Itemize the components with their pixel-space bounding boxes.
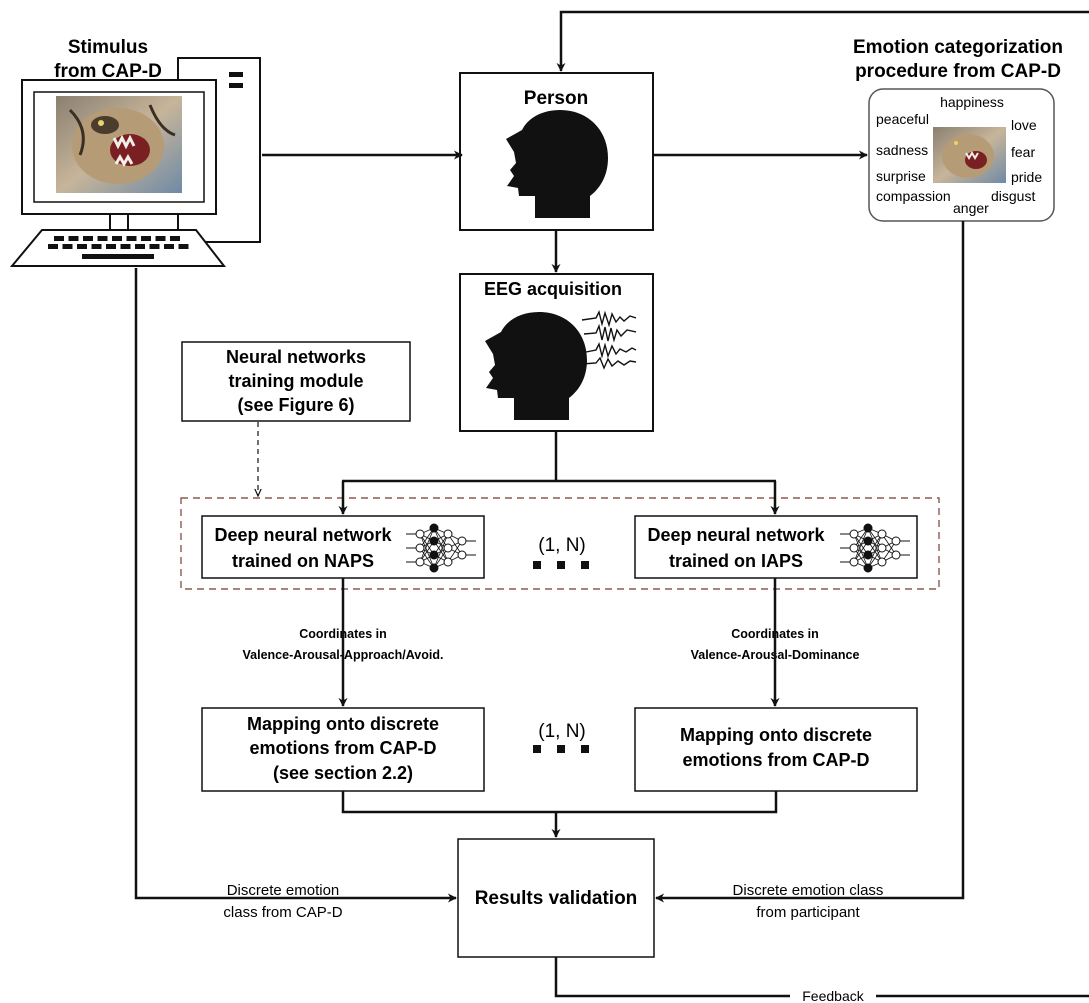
training-module-line2: training module: [229, 371, 364, 391]
eeg-head-icon: [485, 312, 587, 420]
mapping-naps-line1: Mapping onto discrete: [247, 714, 439, 734]
ellipsis-dots-top: [533, 561, 589, 569]
computer-keyboard: [9, 229, 227, 267]
network-group-dashed-border: [180, 497, 940, 590]
emotion-word-happiness: happiness: [940, 94, 1004, 110]
emotion-procedure-title-line2: procedure from CAP-D: [855, 61, 1061, 82]
discrete-left-line2: class from CAP-D: [223, 904, 342, 921]
emotion-word-love: love: [1011, 117, 1037, 133]
dnn-iaps-line1: Deep neural network: [647, 525, 825, 545]
arrow-feedback-top-to-person: [556, 10, 1089, 72]
emotion-word-disgust: disgust: [991, 188, 1035, 204]
emotion-procedure-title-line1: Emotion categorization: [853, 37, 1063, 58]
mapping-naps-box: [201, 707, 485, 792]
emotion-word-surprise: surprise: [876, 168, 926, 184]
eeg-label: EEG acquisition: [484, 279, 622, 299]
neural-network-icon: [406, 523, 476, 573]
stimulus-image: [56, 96, 182, 193]
discrete-left-line1: Discrete emotion: [227, 882, 340, 899]
person-label: Person: [524, 88, 588, 109]
mapping-iaps-line1: Mapping onto discrete: [680, 725, 872, 745]
range-label-bottom: (1, N): [538, 721, 586, 742]
feedback-label: Feedback: [802, 988, 864, 1003]
discrete-right-line1: Discrete emotion class: [733, 882, 884, 899]
emotion-word-anger: anger: [953, 200, 989, 216]
emotion-word-sadness: sadness: [876, 142, 928, 158]
connectors: [134, 10, 1089, 998]
mapping-naps-line3: (see section 2.2): [273, 763, 413, 783]
range-label-top: (1, N): [538, 535, 586, 556]
person-head-icon: [506, 110, 608, 218]
dnn-naps-line1: Deep neural network: [214, 525, 392, 545]
results-validation-label: Results validation: [475, 888, 638, 909]
dnn-naps-line2: trained on NAPS: [232, 551, 374, 571]
discrete-right-line2: from participant: [756, 904, 860, 921]
arrow-participant-to-results: [655, 221, 965, 903]
training-module-line1: Neural networks: [226, 347, 366, 367]
mapping-naps-line2: emotions from CAP-D: [249, 738, 436, 758]
emotion-word-compassion: compassion: [876, 188, 951, 204]
arrow-stimulus-to-results: [134, 268, 457, 903]
emotion-stimulus-thumbnail: [933, 127, 1006, 183]
ellipsis-dots-bottom: [533, 745, 589, 753]
results-validation-box: [457, 838, 655, 958]
dnn-iaps-line2: trained on IAPS: [669, 551, 803, 571]
mapping-iaps-line2: emotions from CAP-D: [682, 750, 869, 770]
emotion-word-peaceful: peaceful: [876, 111, 929, 127]
mapping-iaps-box: [634, 707, 918, 792]
emotion-word-fear: fear: [1011, 144, 1035, 160]
emotion-word-pride: pride: [1011, 169, 1042, 185]
neural-network-icon: [840, 523, 910, 573]
stimulus-title-line2: from CAP-D: [54, 61, 162, 82]
training-module-box: [181, 341, 411, 422]
line-feedback-bottom: [554, 957, 790, 998]
stimulus-computer: [9, 57, 261, 267]
eeg-signal-waves: [581, 309, 637, 370]
stimulus-title-line1: Stimulus: [68, 37, 148, 58]
training-module-line3: (see Figure 6): [237, 395, 354, 415]
